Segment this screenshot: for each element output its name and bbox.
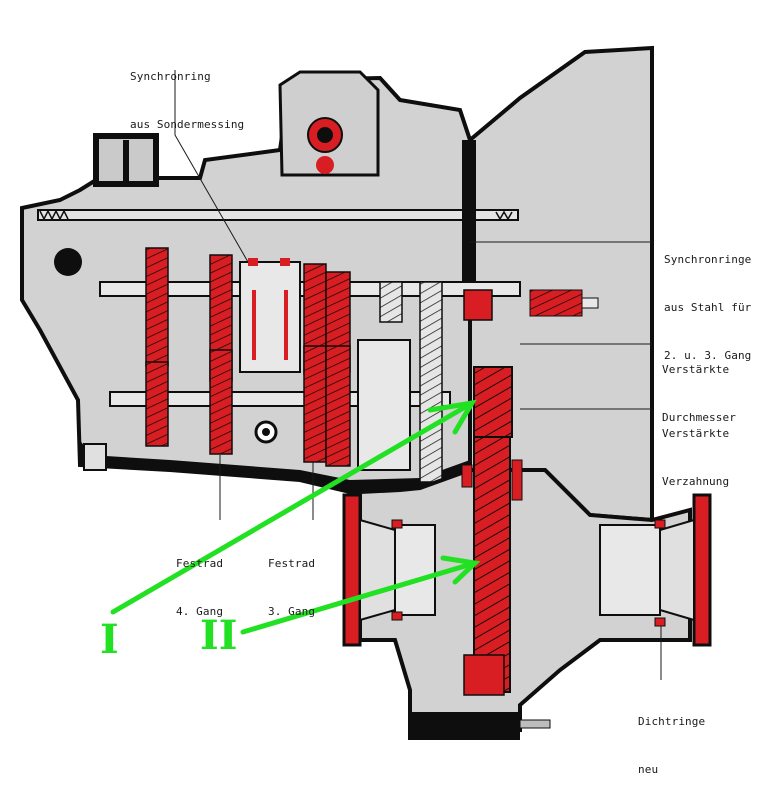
label-dichtringe-neu: Dichtringe neu (638, 682, 705, 794)
flange-left (342, 493, 362, 647)
synchro-hub (239, 261, 301, 373)
label-line: Synchronring (130, 70, 211, 83)
output-spline (529, 289, 583, 317)
gear-1-lower (145, 361, 169, 447)
arrow-II-shaft (240, 560, 478, 635)
label-line: Verstärkte (662, 363, 730, 376)
ring-gear (473, 436, 511, 693)
label-line: 4. Gang (176, 605, 224, 618)
spring-left (39, 209, 69, 221)
gear-3-lower (303, 345, 327, 463)
label-line: 3. Gang (268, 605, 316, 618)
gear-set-upper (145, 117, 599, 483)
bearing-left (394, 524, 436, 616)
label-line: Dichtringe (638, 715, 706, 728)
label-line: neu (638, 763, 659, 776)
center-wall (462, 140, 476, 290)
gear-1 (145, 247, 169, 367)
leader-lines (174, 70, 662, 680)
label-line: Festrad (176, 557, 224, 570)
label-line: Verstärkte (662, 427, 730, 440)
label-line: 2. u. 3. Gang (664, 349, 752, 362)
label-line: Festrad (268, 557, 316, 570)
flange-right (692, 493, 712, 647)
label-line: Durchmesser (662, 411, 736, 424)
label-verstaerkte-verzahnung: Verstärkte Verzahnung (662, 394, 729, 506)
synchro-hub-2 (357, 339, 411, 471)
seal-left-top (391, 519, 403, 529)
bearing-right (599, 524, 661, 616)
seal-right-bottom (654, 617, 666, 627)
gear-4-lower (325, 345, 351, 467)
gear-2-lower (209, 349, 233, 455)
output-bearing (463, 289, 493, 321)
label-line: Verzahnung (662, 475, 730, 488)
annotation-arrows (110, 399, 481, 635)
pinion-gear (473, 366, 513, 438)
drain-plug (83, 443, 107, 471)
marker-I: I (100, 616, 119, 663)
housing-bolt (408, 712, 520, 740)
seal-right-top (654, 519, 666, 529)
final-drive (461, 366, 523, 696)
shift-rod (37, 209, 519, 221)
leader-synchronring (174, 70, 249, 263)
shaft-end (54, 248, 82, 276)
gearbox-cutaway-diagram (20, 45, 712, 740)
label-festrad-3-gang: Festrad 3. Gang (268, 524, 315, 636)
marker-II: II (200, 612, 238, 659)
label-synchronring-sondermessing: Synchronring aus Sondermessing (130, 37, 244, 149)
arrow-I-shaft (110, 400, 475, 615)
seal-left-bottom (391, 611, 403, 621)
arrow-II-head (440, 555, 481, 585)
gear-5 (379, 281, 403, 323)
arrow-I-head (427, 399, 477, 435)
spring-right (495, 210, 513, 221)
label-synchronringe-stahl: Synchronringe aus Stahl für 2. u. 3. Gan… (664, 220, 751, 380)
label-line: aus Stahl für (664, 301, 752, 314)
label-festrad-4-gang: Festrad 4. Gang (176, 524, 223, 636)
label-line: aus Sondermessing (130, 118, 245, 131)
label-verstaerkte-durchmesser: Verstärkte Durchmesser (662, 330, 736, 442)
label-line: Synchronringe (664, 253, 752, 266)
gear-reverse (419, 281, 443, 483)
